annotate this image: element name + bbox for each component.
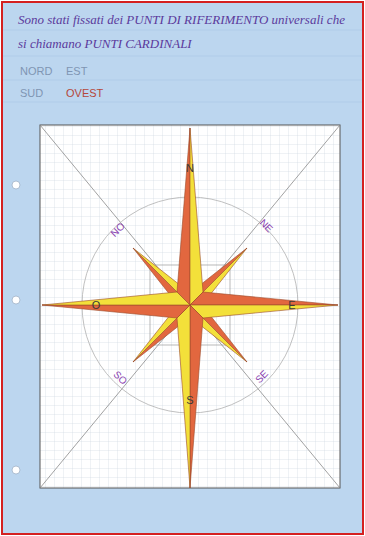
diagonal-lines: [40, 125, 340, 488]
cardinal-letter: O: [92, 300, 101, 311]
cardinal-letter: N: [186, 163, 194, 174]
cardinal-letter: E: [288, 300, 295, 311]
punch-holes: [12, 181, 20, 474]
key-word: EST: [66, 66, 87, 77]
square-frame: [40, 125, 340, 488]
intercardinal-label: SO: [111, 369, 128, 386]
key-word: SUD: [20, 88, 43, 99]
cardinal-letter: S: [186, 395, 193, 406]
graph-paper: [40, 125, 340, 488]
page-heading: Sono stati fissati dei PUNTI DI RIFERIME…: [18, 8, 348, 56]
intercardinal-label: NE: [258, 218, 275, 235]
cardinal-arms: [42, 128, 338, 488]
key-word: NORD: [20, 66, 52, 77]
key-word: OVEST: [66, 88, 103, 99]
intercardinal-label: SE: [254, 369, 271, 386]
intercardinal-label: NO: [109, 221, 127, 239]
